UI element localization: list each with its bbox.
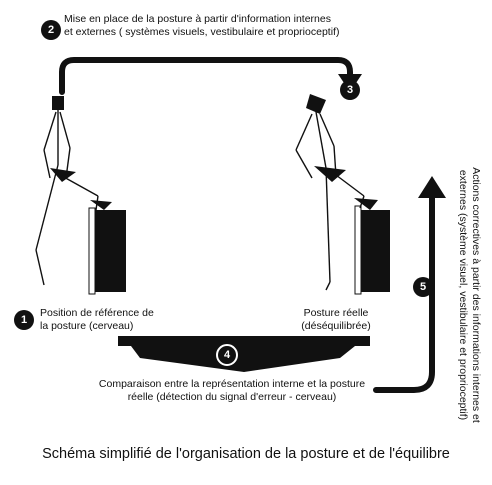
return-arrow [373,195,435,393]
right-block [358,210,390,292]
figure-caption: Schéma simplifié de l'organisation de la… [42,446,450,462]
step-3-badge: 3 [340,80,360,100]
right-stick-figure [295,94,378,291]
step-4-text: Comparaison entre la représentation inte… [98,378,366,403]
left-stick-figure [35,96,112,286]
top-arrow [59,57,353,95]
return-arrowhead [418,176,446,198]
left-block [92,210,126,292]
comparison-triangle [118,338,370,372]
step-2-badge: 2 [41,20,61,40]
step-5-text: Actions correctives à partir des informa… [457,167,482,423]
step-1-badge: 1 [14,310,34,330]
step-4-badge: 4 [216,344,238,366]
real-posture-text: Posture réelle (déséquilibrée) [301,307,371,332]
step-5-badge: 5 [413,277,433,297]
step-2-text: Mise en place de la posture à partir d'i… [64,13,340,38]
step-1-text: Position de référence de la posture (cer… [40,307,154,332]
